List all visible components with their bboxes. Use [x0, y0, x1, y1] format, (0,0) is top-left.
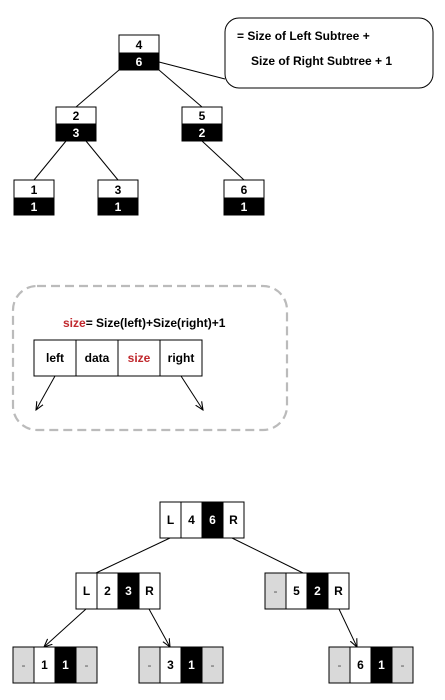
cell-size-label: 1	[188, 658, 195, 672]
cell-right	[222, 501, 245, 539]
edge-b4-b5	[231, 537, 304, 574]
cell-left-label: L	[167, 513, 174, 527]
tree-node-1: 1 1	[13, 179, 55, 216]
node-structure-legend: size= Size(left)+Size(right)+1 left data…	[11, 284, 289, 432]
cell-data-label: 6	[357, 658, 364, 672]
tree-node-4: 4 6	[118, 34, 160, 71]
cell-size-label: 3	[125, 584, 132, 598]
legend-dashed-border	[11, 284, 289, 432]
callout-pointer	[158, 61, 226, 80]
cell-right	[75, 646, 98, 684]
edge-2-3	[85, 140, 119, 181]
edge-b2-b3	[148, 608, 170, 647]
node-data: 6	[241, 183, 248, 197]
edge-4-2	[75, 69, 120, 108]
legend-cell-left: left	[46, 351, 64, 365]
node-size: 1	[241, 200, 248, 214]
cell-right	[391, 646, 414, 684]
edge-b2-b1	[44, 608, 87, 647]
cell-right	[138, 572, 161, 610]
cell-right	[327, 572, 350, 610]
legend-cell-data: data	[85, 351, 110, 365]
cell-right-label: -	[211, 658, 215, 672]
node-size: 3	[73, 126, 80, 140]
edge-4-5	[158, 69, 203, 108]
node-data: 3	[115, 183, 122, 197]
node-size: 1	[115, 200, 122, 214]
formula-expression: = Size(left)+Size(right)+1	[86, 316, 226, 330]
right-pointer-arrow	[180, 375, 203, 410]
cell-data-label: 4	[188, 513, 195, 527]
legend-cell-size: size	[128, 351, 151, 365]
node-size: 6	[136, 55, 143, 69]
cell-size-label: 1	[62, 658, 69, 672]
cell-left-label: -	[148, 658, 152, 672]
cell-data-label: 2	[104, 584, 111, 598]
tree-node-3: 3 1	[97, 179, 139, 216]
cell-right-label: -	[85, 658, 89, 672]
cell-size-label: 2	[314, 584, 321, 598]
top-tree-edges	[33, 61, 245, 181]
bottom-tree-edges	[44, 537, 357, 647]
tree-node-2: 2 3	[55, 106, 97, 142]
cell-size-label: 6	[209, 513, 216, 527]
left-pointer-arrow	[36, 375, 56, 410]
cell-left-label: -	[338, 658, 342, 672]
tree-node-6: 6 1	[223, 179, 265, 216]
cell-left-label: -	[274, 584, 278, 598]
cell-data-label: 1	[41, 658, 48, 672]
cell-right-label: R	[334, 584, 343, 598]
node-data: 2	[73, 109, 80, 123]
callout-line-1: = Size of Left Subtree +	[237, 29, 370, 43]
legend-cell-right: right	[168, 351, 195, 365]
node-size: 1	[31, 200, 38, 214]
cell-data-label: 3	[167, 658, 174, 672]
size-callout: = Size of Left Subtree + Size of Right S…	[224, 17, 434, 89]
legend-formula: size= Size(left)+Size(right)+1	[63, 316, 226, 330]
cell-left-label: -	[22, 658, 26, 672]
cell-size-label: 1	[378, 658, 385, 672]
edge-5-6	[201, 140, 245, 181]
node-data: 4	[136, 38, 143, 52]
node-data: 5	[199, 109, 206, 123]
node-data: 1	[31, 183, 38, 197]
edge-b5-b6	[338, 608, 357, 647]
cell-left-label: L	[83, 584, 90, 598]
cell-right-label: R	[229, 513, 238, 527]
node-size: 2	[199, 126, 206, 140]
edge-2-1	[33, 140, 67, 181]
tree-node-5: 5 2	[181, 106, 223, 142]
cell-right	[201, 646, 224, 684]
cell-right-label: -	[401, 658, 405, 672]
callout-line-2: Size of Right Subtree + 1	[251, 54, 392, 68]
cell-right-label: R	[145, 584, 154, 598]
cell-data-label: 5	[293, 584, 300, 598]
edge-b4-b2	[95, 537, 171, 574]
formula-size-key: size	[63, 316, 86, 330]
